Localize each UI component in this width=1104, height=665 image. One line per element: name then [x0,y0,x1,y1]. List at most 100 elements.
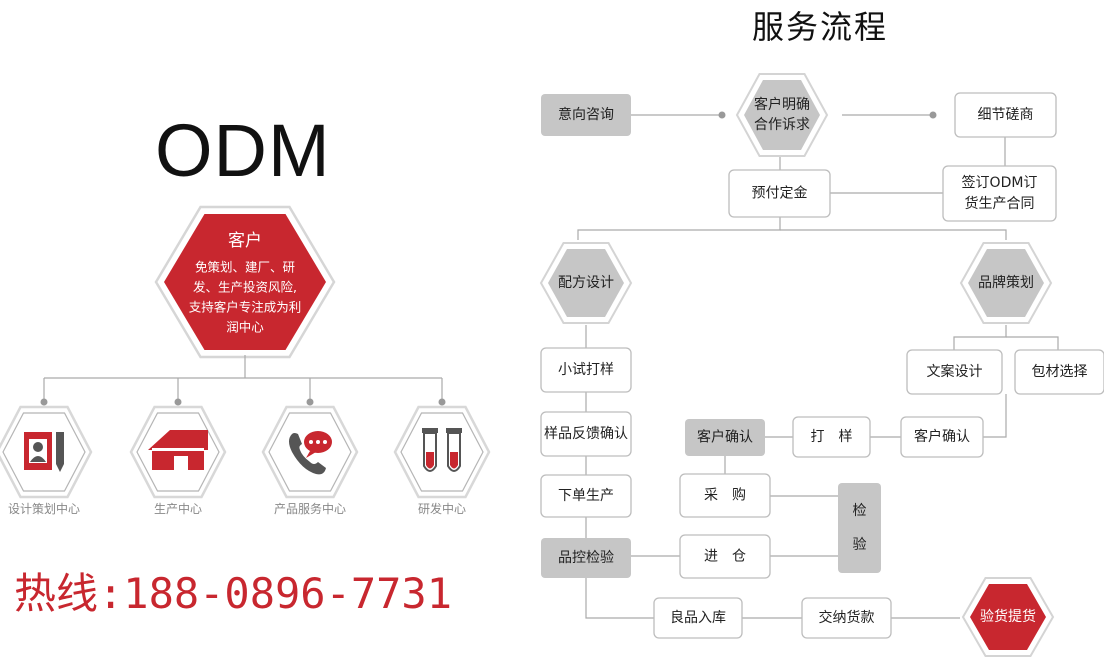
customer-desc-line: 支持客户专注成为利 [189,300,302,315]
center-node: 生产中心 [129,405,227,516]
box-label: 意向咨询 [558,106,614,123]
node-kehu-queren-1: 客户确认 [685,419,765,456]
node-yangpin: 样品反馈确认 [540,411,632,457]
box-shape [900,416,984,458]
box-shape [679,534,771,579]
node-xiaoshi: 小试打样 [540,347,632,393]
hex-label: 配方设计 [558,275,614,291]
node-jiaona: 交纳货款 [801,597,892,639]
node-dayang: 打 样 [792,416,871,458]
node-yanhuo: 验货提货 [961,577,1055,657]
box-shape [685,419,765,456]
box-shape [540,474,632,518]
connector-line [953,325,1007,350]
box-label: 签订ODM订 [962,174,1038,191]
box-label: 货生产合同 [965,195,1035,212]
box-label: 文案设计 [927,363,983,380]
node-pinkong: 品控检验 [541,538,631,578]
node-baocai: 包材选择 [1014,349,1104,395]
node-wenan: 文案设计 [906,349,1003,395]
connector-line [577,217,781,240]
phone-chat-icon [289,431,332,475]
box-label: 客户确认 [914,428,970,445]
node-xijie: 细节磋商 [954,92,1057,138]
connector-line [585,578,654,619]
node-kehu-queren-2: 客户确认 [900,416,984,458]
icon-part [309,440,313,444]
connector-dot [306,398,314,406]
node-yixiang: 意向咨询 [541,94,631,136]
connector-dot [40,398,48,406]
box-label: 交纳货款 [819,609,875,626]
box-shape [728,169,831,218]
hex-shape [548,249,624,317]
icon-part [446,428,462,433]
hex-label: 验货提货 [980,608,1036,625]
box-shape [540,411,632,457]
box-shape [792,416,871,458]
box-label: 打 样 [811,428,853,445]
connector-line [1006,336,1059,350]
box-label: 客户确认 [697,429,753,446]
box-shape [801,597,892,639]
icon-part [30,456,46,462]
icon-part [152,448,204,451]
hex-label: 合作诉求 [754,117,810,133]
connector-dot [718,111,726,119]
box-label: 包材选择 [1032,364,1088,380]
node-jianyan: 检验 [838,483,881,573]
node-caigou: 采 购 [679,473,771,518]
hex-shape [164,214,326,350]
box-label: 预付定金 [752,186,808,202]
box-label: 下单生产 [558,488,614,504]
node-peifang: 配方设计 [539,242,633,324]
icon-part [316,440,320,444]
customer-desc-line: 发、生产投资风险, [193,280,297,295]
box-label: 检 [853,503,867,519]
icon-part [426,452,434,469]
center-node: 研发中心 [393,405,491,516]
connector-dot [174,398,182,406]
customer-title: 客户 [228,231,262,251]
icon-part [289,433,326,475]
icon-part [56,432,64,472]
box-shape [541,538,631,578]
icon-part [174,456,188,470]
node-liangpin: 良品入库 [653,597,743,639]
box-label: 小试打样 [558,361,614,378]
box-label: 进 仓 [704,549,746,565]
hex-label: 品牌策划 [978,274,1034,291]
customer-desc-line: 润中心 [226,320,264,335]
hex-shape [744,80,820,150]
hex-shape [968,249,1044,317]
hex-label: 客户明确 [754,96,810,113]
center-label: 研发中心 [418,501,466,516]
center-node: 设计策划中心 [0,405,93,516]
center-label: 产品服务中心 [274,501,346,516]
hotline-text: 热线:188-0896-7731 [14,569,453,618]
box-label: 采 购 [704,488,746,504]
icon-part [323,440,327,444]
center-label: 设计策划中心 [8,501,80,516]
box-shape [679,473,771,518]
node-pinpai: 品牌策划 [959,242,1053,324]
center-node: 产品服务中心 [261,405,359,516]
connector-line [983,394,1007,438]
box-label: 样品反馈确认 [544,426,628,442]
icon-part [148,430,208,450]
icon-part [422,428,438,433]
odm-title: ODM [155,109,331,192]
box-label: 良品入库 [670,610,726,626]
box-shape [653,597,743,639]
hex-inner-ring [400,412,484,492]
node-jincang: 进 仓 [679,534,771,579]
id-card-pen-icon [24,432,64,472]
box-shape [541,94,631,136]
box-shape [838,483,881,573]
flow-title: 服务流程 [752,8,889,46]
icon-part [306,451,316,458]
